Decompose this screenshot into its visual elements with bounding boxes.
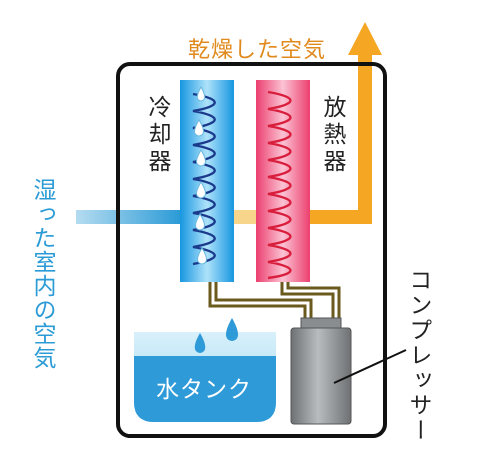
radiator-coil	[267, 90, 292, 280]
dehumidifier-casing	[116, 62, 387, 438]
radiator-label: 放熱器	[319, 95, 345, 176]
cooler-coil	[192, 92, 216, 266]
compressor	[290, 327, 352, 425]
input-air-flow	[76, 210, 182, 224]
output-arrow-icon	[348, 22, 382, 55]
compressor-pointer	[333, 349, 407, 384]
water-drop-icon	[195, 213, 205, 231]
water-tank-water	[134, 356, 276, 422]
water-drop-icon	[196, 181, 206, 199]
water-drop-icon	[194, 119, 204, 137]
cooler-droplets	[194, 85, 207, 265]
water-drop-icon	[226, 318, 238, 341]
water-drop-icon	[194, 333, 206, 353]
tank-droplets	[194, 318, 238, 353]
water-drop-icon	[196, 85, 206, 102]
water-drop-icon	[196, 149, 206, 167]
mid-air-flow	[234, 210, 256, 224]
output-air-label: 乾燥した空気	[188, 38, 327, 63]
water-tank-label: 水タンク	[156, 377, 252, 403]
water-drop-icon	[197, 247, 207, 265]
output-air-flow	[310, 52, 372, 224]
refrigerant-pipes	[208, 282, 341, 318]
input-air-label: 湿った室内の空気	[29, 178, 55, 370]
compressor-label: コンプレッサー	[405, 268, 431, 443]
cooler-label: 冷却器	[144, 95, 170, 176]
